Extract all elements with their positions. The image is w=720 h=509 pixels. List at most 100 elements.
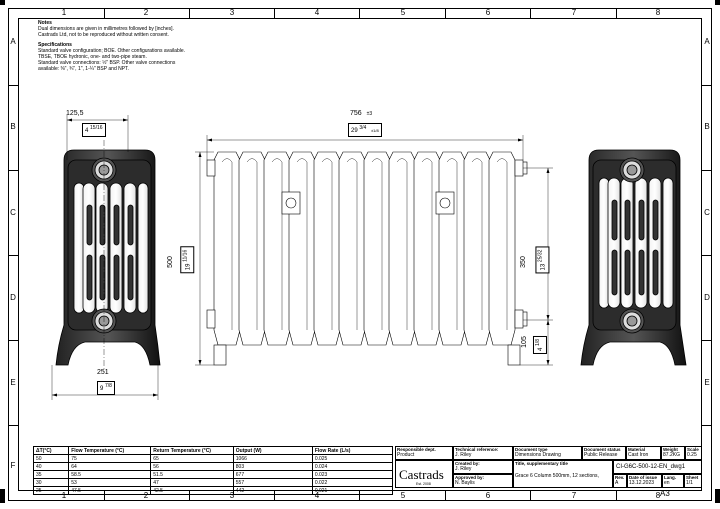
tb-label: Technical reference: [455, 447, 499, 452]
total-length-mm: 756 ±3 [350, 110, 372, 118]
side-depth-inch-whole: 4 [85, 128, 89, 134]
tb-label: Date of issue [629, 475, 658, 480]
flow-cell: 58.5 [68, 470, 152, 479]
spec-line: TBSE, TBOE hydronic, one- and two-pipe s… [38, 54, 147, 60]
tb-drawing-number: CI-G6C-500-12-EN_dwg1 [613, 460, 702, 474]
total-length-inch-tol: ±1/8 [370, 128, 379, 133]
tb-label: Created by: [455, 461, 480, 466]
dimension-arrows [52, 118, 550, 397]
grid-col-6-top: 6 [485, 8, 491, 17]
tb-label: Title, supplementary title [515, 461, 568, 466]
paper-size: A3 [660, 489, 670, 498]
tb-document-type: Document type Dimensions Drawing [513, 446, 582, 460]
height-inch-box: 19 11/16 [180, 246, 195, 274]
table-row: 25 47.5 42.5 442 0.021 [32, 486, 394, 495]
outer-frame [8, 8, 712, 501]
grid-col-1-bottom: 1 [61, 491, 67, 500]
flow-cell: 56 [150, 462, 234, 471]
tb-label: Document status [584, 447, 621, 452]
table-row: 40 64 56 803 0.024 [32, 462, 394, 471]
tb-approved-by: Approved by: N. Baylis [453, 474, 513, 488]
grid-col-7-bottom: 7 [571, 491, 577, 500]
grid-col-6-bottom: 6 [485, 491, 491, 500]
tb-value: Cast Iron [628, 452, 649, 458]
grid-row-d-left: D [10, 293, 16, 302]
grid-tick [274, 8, 275, 18]
grid-tick [189, 491, 190, 501]
tb-technical-ref: Technical reference: J. Riley [453, 446, 513, 460]
grid-row-b-right: B [704, 122, 710, 131]
tb-logo: Castrads Est. 2008 [395, 460, 453, 488]
side-depth-mm: 125,5 [66, 110, 84, 117]
drawing-number: CI-G6C-500-12-EN_dwg1 [616, 464, 686, 470]
grid-tick [189, 8, 190, 18]
castrads-logo: Castrads [399, 467, 444, 482]
height-inch-whole: 19 [185, 263, 192, 271]
tb-label: Material [628, 447, 646, 452]
tb-value: J. Riley [455, 466, 472, 472]
tb-value: Dimensions Drawing [515, 452, 561, 458]
tb-responsible-dept: Responsible dept. Product [395, 446, 453, 460]
tb-value: 1/1 [686, 480, 693, 486]
grid-tick [530, 491, 531, 501]
tb-label: Weight [663, 447, 678, 452]
grid-tick [445, 8, 446, 18]
tb-material: Material Cast Iron [626, 446, 661, 460]
grid-tick [702, 255, 712, 256]
grid-col-3-bottom: 3 [229, 491, 235, 500]
flow-cell: 0.025 [311, 454, 394, 463]
grid-tick [702, 85, 712, 86]
grid-tick [359, 8, 360, 18]
spec-heading: Specifications [38, 42, 72, 48]
height-inch-frac: 11/16 [182, 249, 189, 262]
side-width-inch-whole: 9 [100, 386, 104, 392]
grid-row-c-right: C [704, 208, 710, 217]
centres-inch-frac: 25/32 [537, 249, 544, 263]
table-row: 35 58.5 51.5 677 0.023 [32, 470, 394, 479]
tb-created-by: Created by: J. Riley [453, 460, 513, 474]
total-length-inch-frac: 3/4 [359, 125, 367, 131]
side-width-inch-box: 9 7/8 [97, 381, 115, 395]
table-row: 50 75 65 1066 0.025 [32, 454, 394, 463]
grid-col-4-bottom: 4 [314, 491, 320, 500]
tb-value: en [664, 480, 670, 486]
corner-mark [715, 489, 720, 503]
flow-cell: 51.5 [150, 470, 234, 479]
grid-row-a-right: A [704, 37, 710, 46]
flow-cell: 1066 [232, 454, 313, 463]
grid-col-7-top: 7 [571, 8, 577, 17]
spec-line: available: ⅜", ¾", 1", 1-¼" BSP and NPT. [38, 66, 129, 72]
flow-header-cell: Return Temperature (°C) [150, 446, 234, 455]
side-width-mm: 251 [97, 369, 109, 376]
flow-cell: 0.022 [311, 478, 394, 487]
flow-cell: 35 [32, 470, 70, 479]
flow-header-cell: Flow Rate (L/s) [311, 446, 394, 455]
tb-document-status: Document status Public Release [582, 446, 626, 460]
tb-rev: Rev. A [613, 474, 627, 488]
tb-date-of-issue: Date of issue 13.12.2023 [627, 474, 662, 488]
tb-value: 0.25 [687, 452, 697, 458]
castrads-logo-sub: Est. 2008 [416, 482, 431, 486]
grid-col-8-top: 8 [655, 8, 661, 17]
notes-block: Notes Dual dimensions are given in milli… [38, 20, 238, 72]
flow-cell: 75 [68, 454, 152, 463]
tb-label: Approved by: [455, 475, 485, 480]
left-side-view [55, 140, 161, 372]
flow-cell: 677 [232, 470, 313, 479]
foot-height-inch-frac: 1/8 [534, 339, 541, 346]
flow-cell: 64 [68, 462, 152, 471]
total-length-mm-value: 756 [350, 110, 362, 117]
flow-cell: 803 [232, 462, 313, 471]
grid-col-3-top: 3 [229, 8, 235, 17]
flow-cell: 25 [32, 486, 70, 495]
flow-cell: 40 [32, 462, 70, 471]
grid-tick [616, 8, 617, 18]
corner-mark [0, 0, 5, 5]
grid-col-5-top: 5 [400, 8, 406, 17]
flow-cell: 47 [150, 478, 234, 487]
foot-height-mm: 105 [520, 336, 528, 348]
grid-tick [104, 491, 105, 501]
tb-label: Responsible dept. [397, 447, 436, 452]
grid-tick [8, 85, 18, 86]
